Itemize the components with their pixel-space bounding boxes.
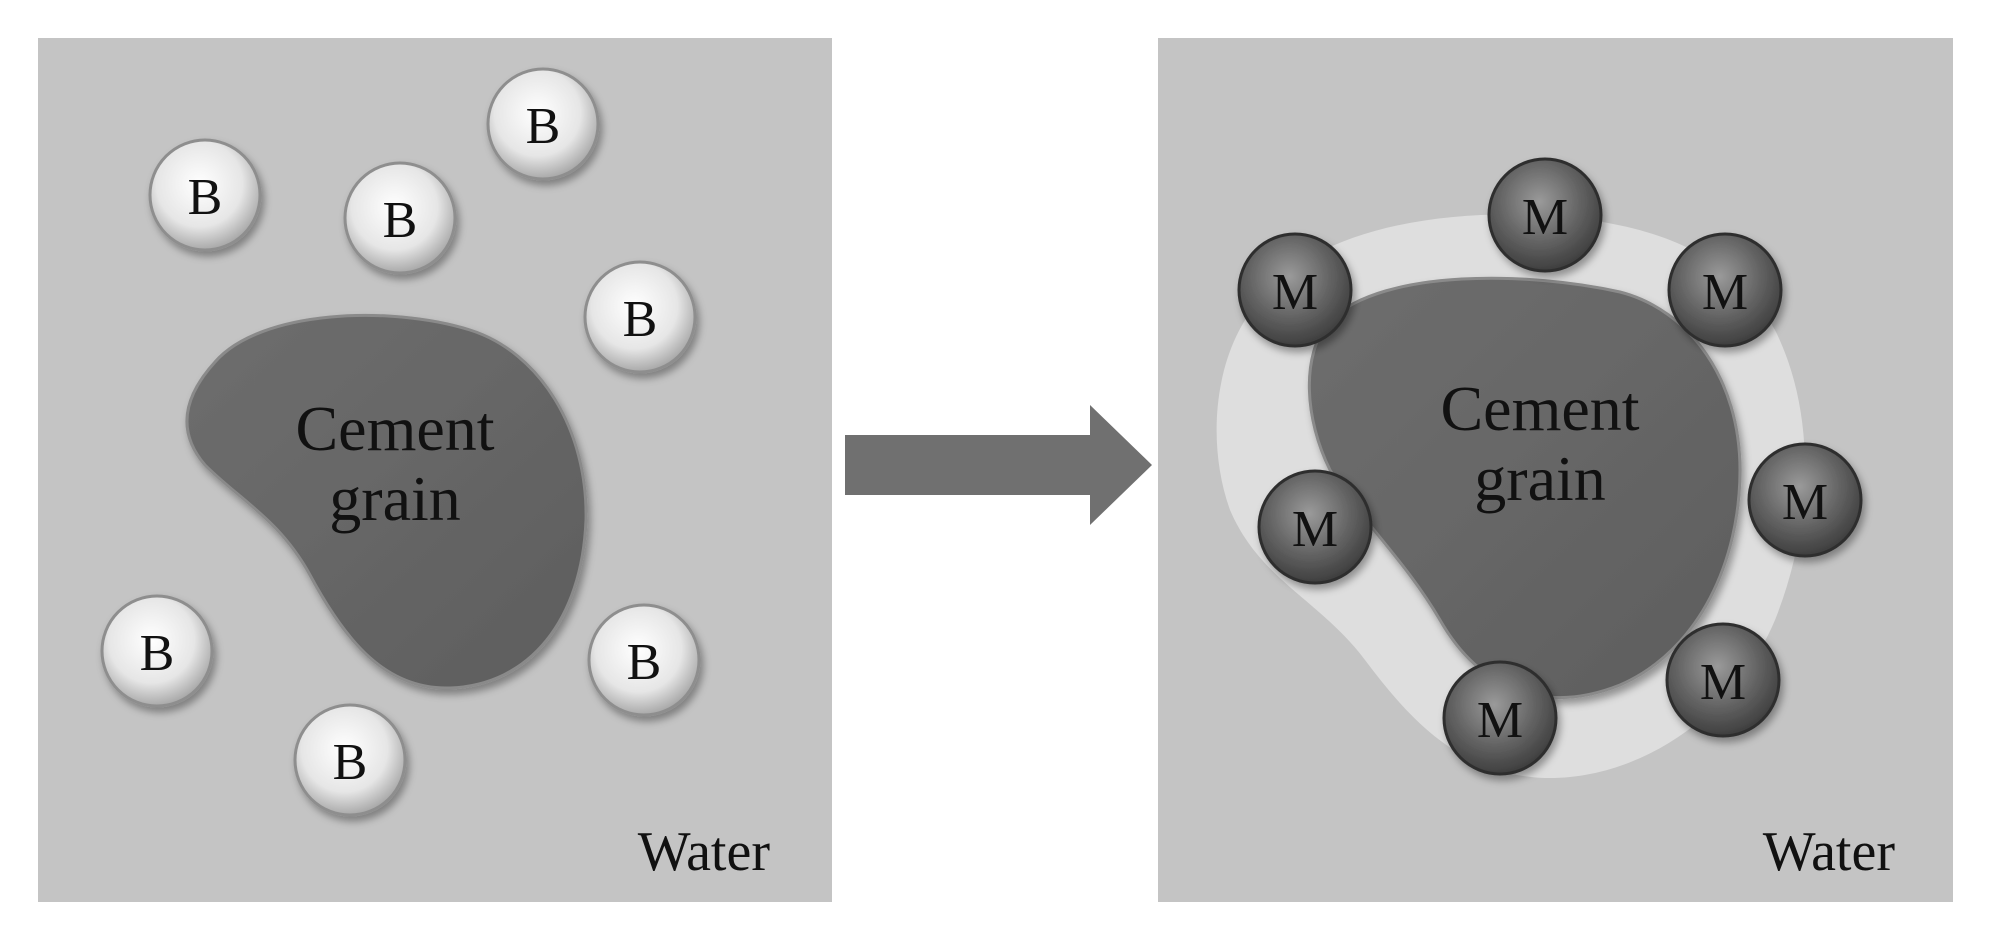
svg-text:M: M	[1477, 692, 1523, 749]
svg-text:M: M	[1700, 654, 1746, 711]
m-particle: M	[1487, 157, 1603, 273]
m-particle: M	[1667, 232, 1783, 348]
left-cement-grain	[185, 313, 588, 690]
m-particle: M	[1237, 232, 1353, 348]
b-particle: B	[583, 260, 697, 374]
m-particle: M	[1747, 442, 1863, 558]
left-water-label: Water	[638, 821, 771, 883]
m-particle: M	[1665, 622, 1781, 738]
svg-text:M: M	[1292, 501, 1338, 558]
right-panel: Cement grain M M M M M M M Wa	[1158, 38, 1953, 902]
b-particle: B	[293, 703, 407, 817]
m-particle: M	[1442, 660, 1558, 776]
svg-text:M: M	[1702, 264, 1748, 321]
left-grain-label-line1: Cement	[295, 393, 494, 464]
right-water-label: Water	[1763, 821, 1896, 883]
left-grain-label-line2: grain	[329, 463, 461, 534]
transition-arrow	[845, 405, 1152, 525]
right-grain-label-line2: grain	[1474, 443, 1606, 514]
right-grain-label-line1: Cement	[1440, 373, 1639, 444]
b-particle: B	[343, 161, 457, 275]
svg-text:M: M	[1522, 189, 1568, 246]
svg-text:B: B	[333, 734, 368, 791]
svg-text:B: B	[623, 291, 658, 348]
svg-text:B: B	[526, 98, 561, 155]
svg-text:B: B	[383, 192, 418, 249]
b-particle: B	[486, 67, 600, 181]
b-particle: B	[148, 138, 262, 252]
svg-text:M: M	[1782, 474, 1828, 531]
svg-text:B: B	[188, 169, 223, 226]
b-particle: B	[587, 603, 701, 717]
svg-text:B: B	[627, 634, 662, 691]
svg-text:M: M	[1272, 264, 1318, 321]
m-particle: M	[1257, 469, 1373, 585]
b-particle: B	[100, 594, 214, 708]
svg-text:B: B	[140, 625, 175, 682]
left-panel: Cement grain B B B B B B B Wa	[38, 38, 832, 902]
